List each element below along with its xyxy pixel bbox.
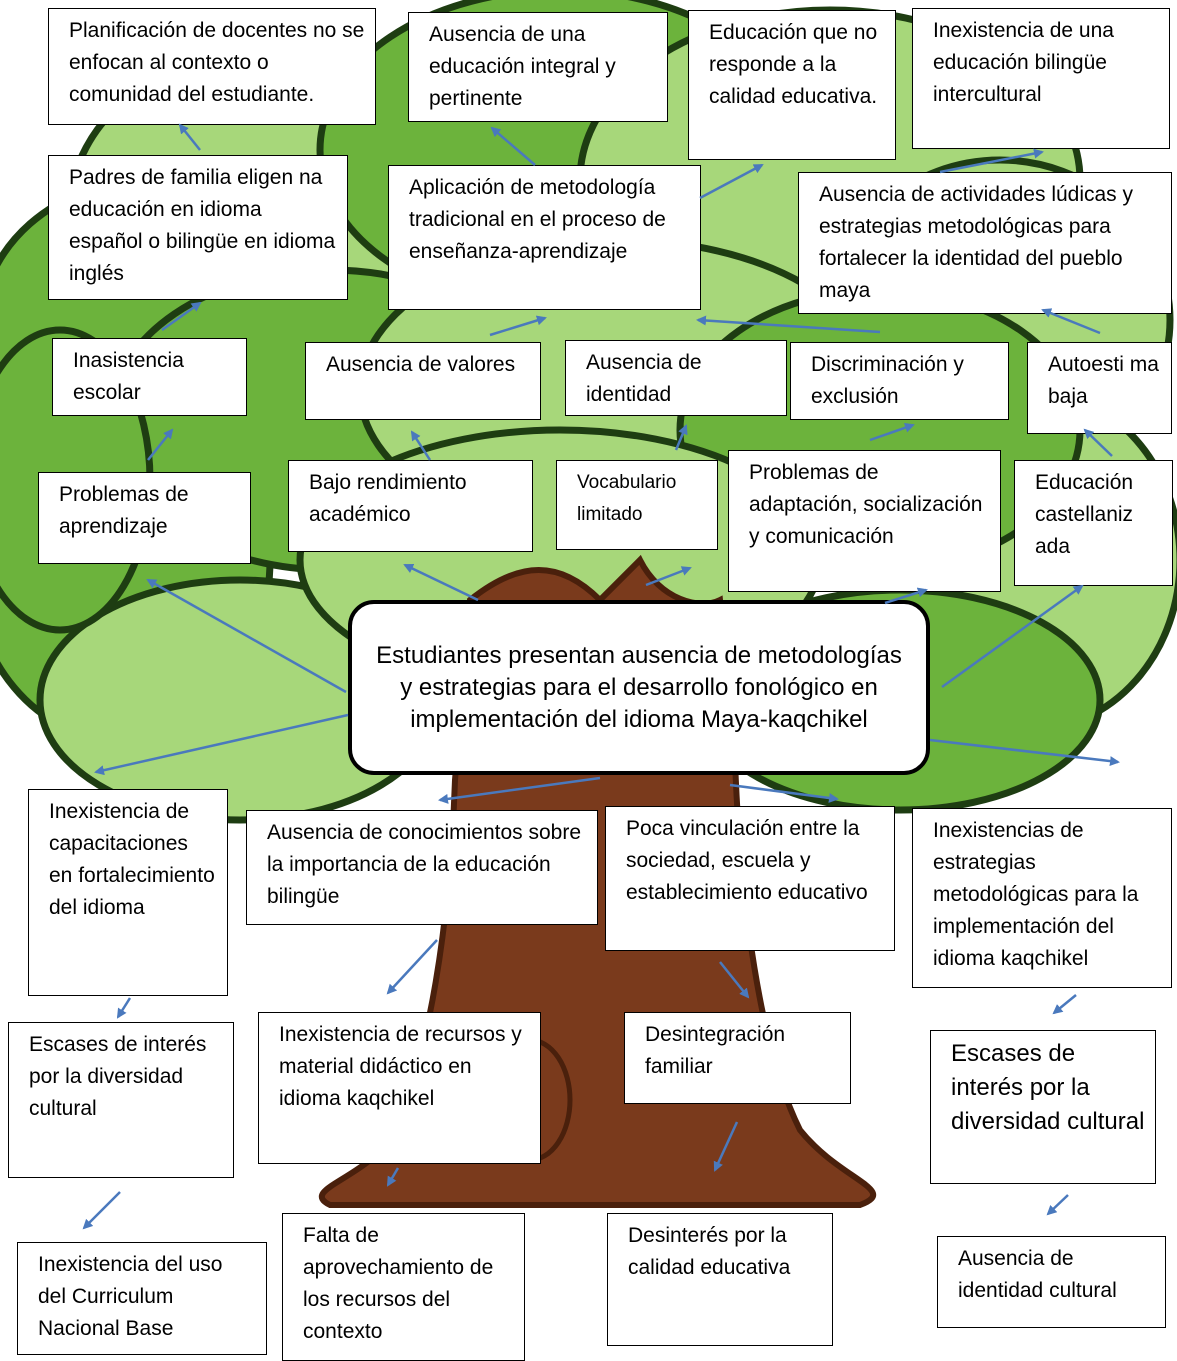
effect-castellanizada: Educación castellaniz ada [1014, 460, 1173, 586]
cause-desinteres: Desinterés por la calidad educativa [607, 1213, 833, 1346]
effect-metodologia: Aplicación de metodología tradicional en… [388, 165, 701, 310]
effect-adaptacion: Problemas de adaptación, socialización y… [728, 450, 1001, 592]
effect-aprendizaje: Problemas de aprendizaje [38, 472, 251, 564]
cause-estrategias: Inexistencias de estrategias metodológic… [912, 808, 1172, 988]
effect-identidad: Ausencia de identidad [565, 340, 787, 416]
effect-vocabulario: Vocabulario limitado [556, 460, 718, 550]
effect-rendimiento: Bajo rendimiento académico [288, 460, 533, 552]
effect-planificacion: Planificación de docentes no se enfocan … [48, 8, 376, 125]
effect-calidad: Educación que no responde a la calidad e… [688, 10, 896, 160]
effect-ludicas: Ausencia de actividades lúdicas y estrat… [798, 172, 1172, 314]
cause-capacitaciones: Inexistencia de capacitaciones en fortal… [28, 789, 228, 996]
cause-aprovechamiento: Falta de aprovechamiento de los recursos… [282, 1213, 525, 1361]
cause-curriculum: Inexistencia del uso del Curriculum Naci… [17, 1242, 267, 1355]
effect-educacion-integral: Ausencia de una educación integral y per… [408, 12, 668, 122]
effect-autoestima: Autoesti ma baja [1027, 342, 1172, 434]
effect-discriminacion: Discriminación y exclusión [790, 342, 1009, 420]
cause-recursos: Inexistencia de recursos y material didá… [258, 1012, 541, 1164]
cause-identidad-cultural: Ausencia de identidad cultural [937, 1236, 1166, 1328]
effect-bilingue-intercultural: Inexistencia de una educación bilingüe i… [912, 8, 1170, 149]
cause-escases-left: Escases de interés por la diversidad cul… [8, 1022, 234, 1178]
cause-desintegracion: Desintegración familiar [624, 1012, 851, 1104]
central-problem-text: Estudiantes presentan ausencia de metodo… [376, 641, 902, 733]
cause-escases-right: Escases de interés por la diversidad cul… [930, 1030, 1156, 1184]
cause-vinculacion: Poca vinculación entre la sociedad, escu… [605, 806, 895, 951]
effect-inasistencia: Inasistencia escolar [52, 338, 247, 416]
cause-conocimientos: Ausencia de conocimientos sobre la impor… [246, 810, 598, 925]
effect-padres: Padres de familia eligen na educación en… [48, 155, 348, 300]
central-problem: Estudiantes presentan ausencia de metodo… [348, 600, 930, 775]
effect-valores: Ausencia de valores [305, 342, 541, 420]
